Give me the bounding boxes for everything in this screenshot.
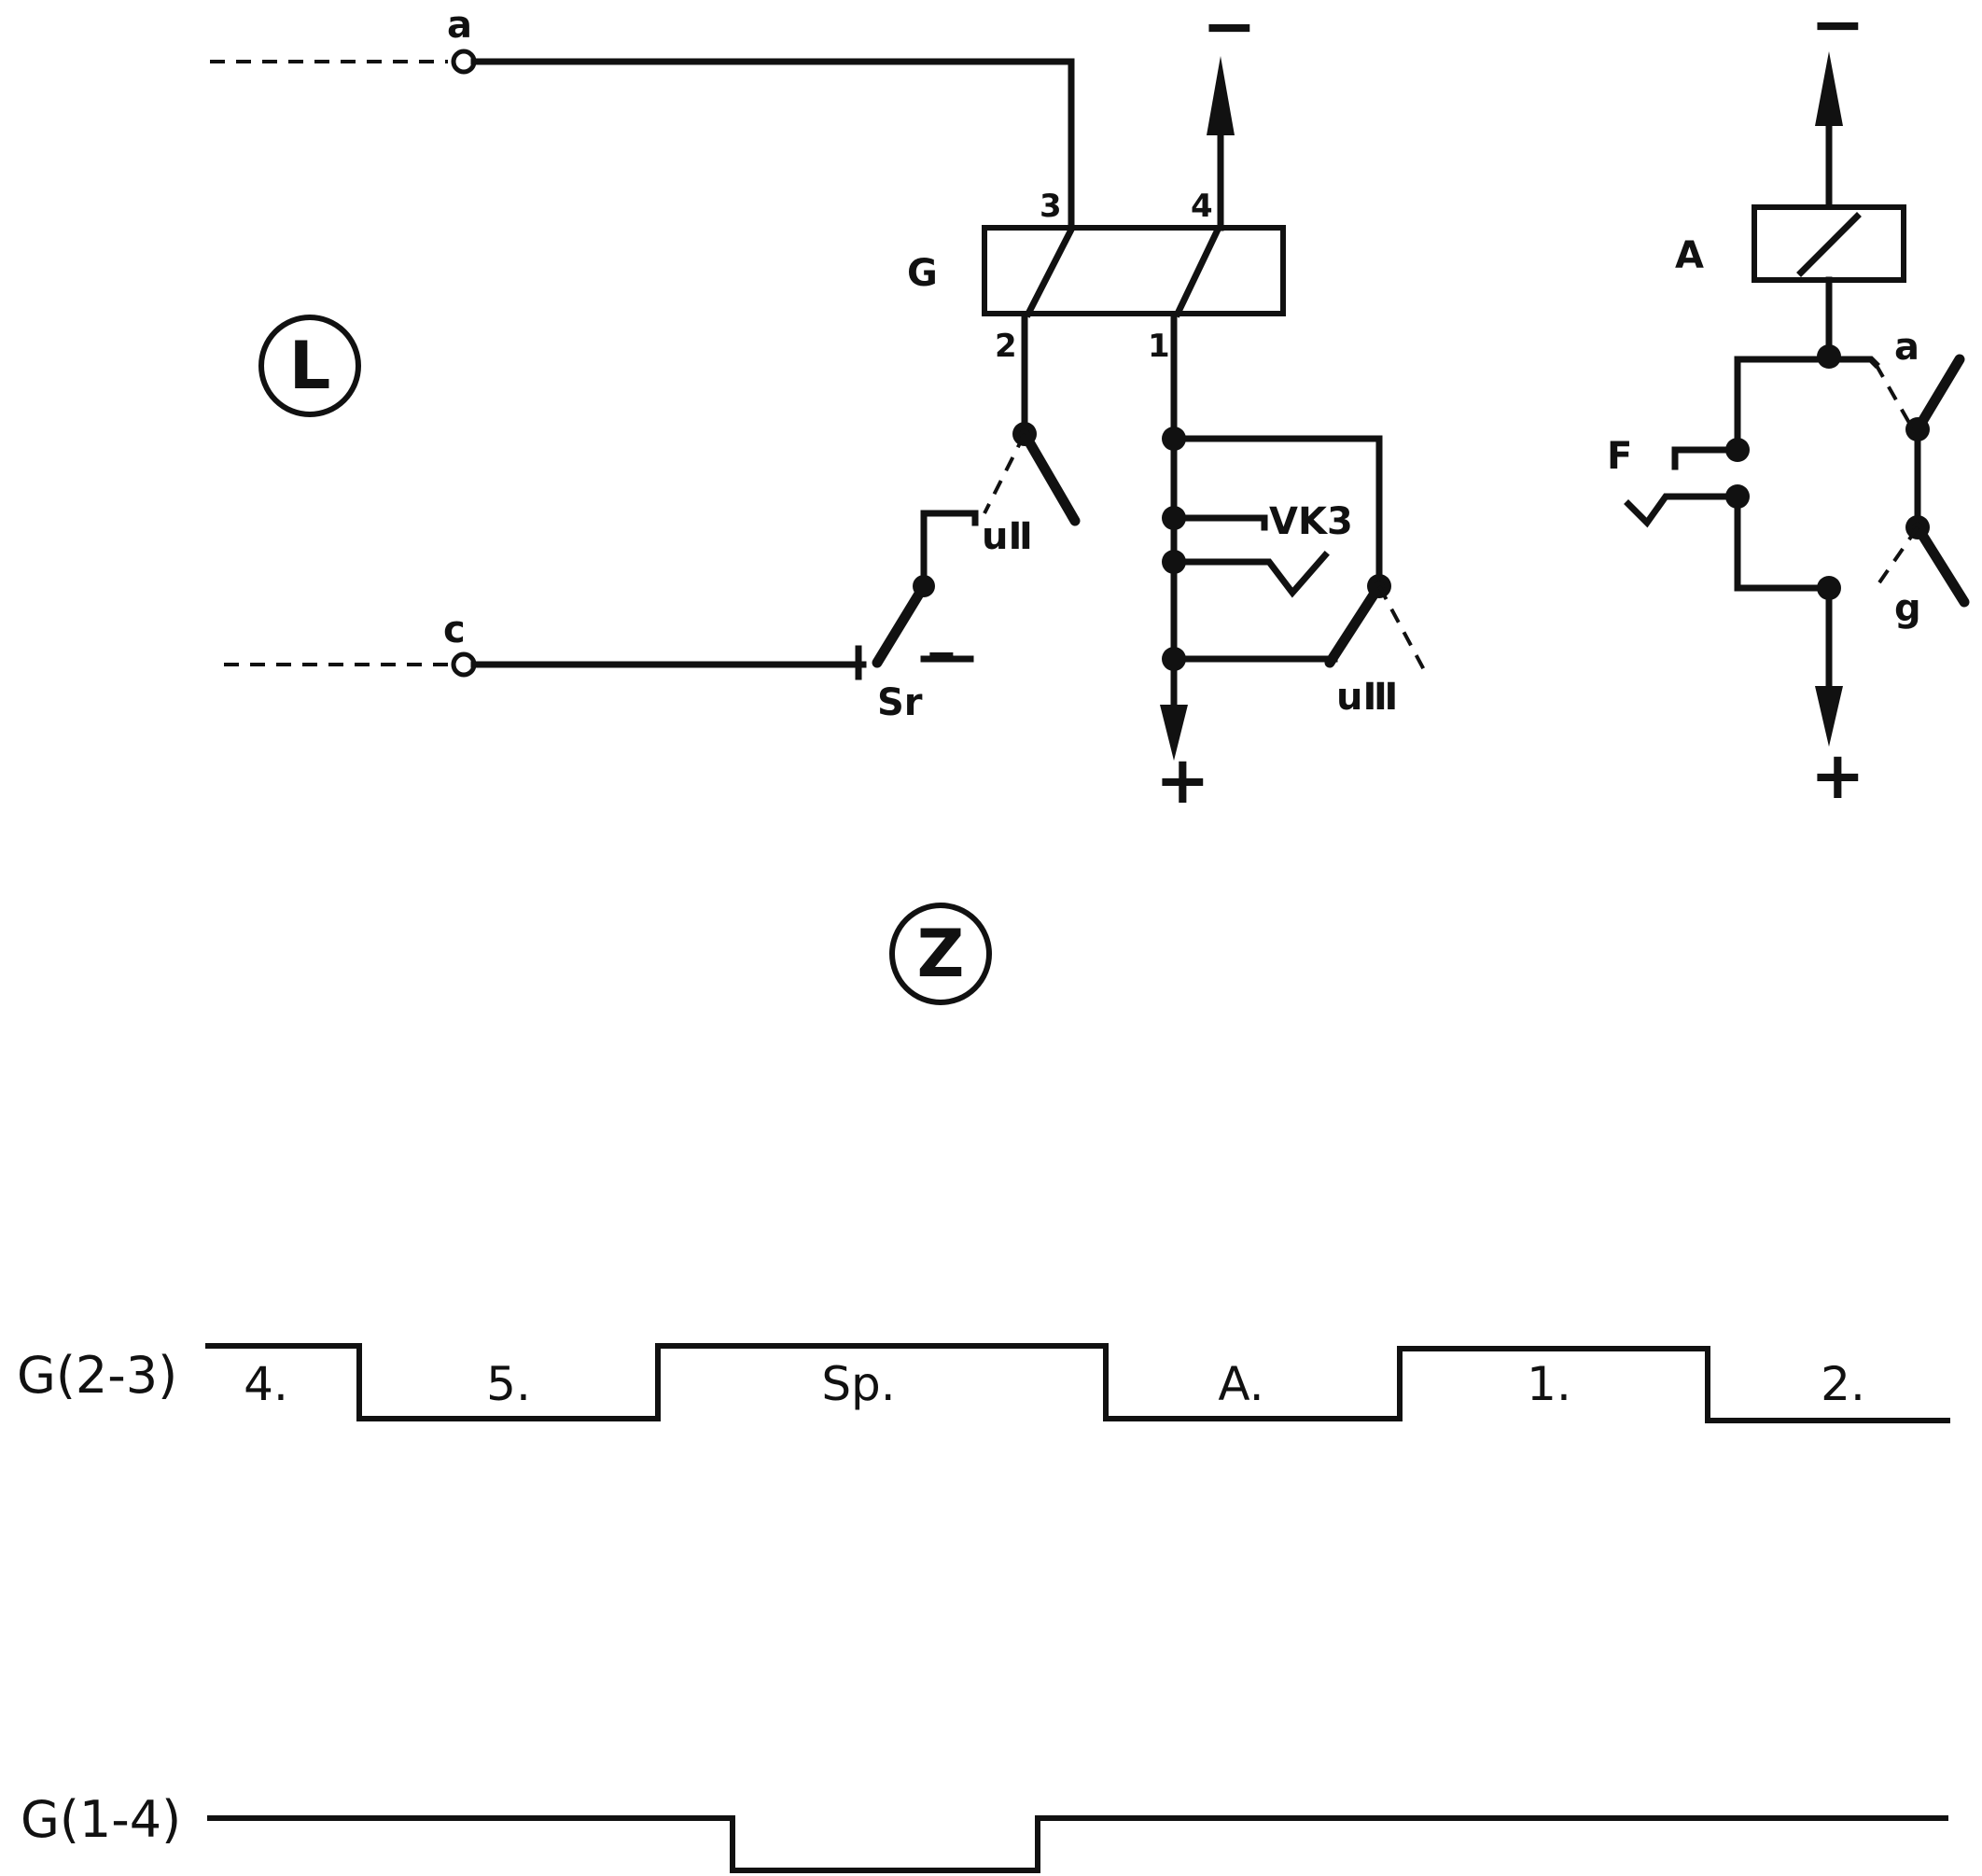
pin-1-bus: + [1155,312,1210,819]
relay-a-label: A [1675,234,1704,277]
timing-g23: G(2-3) 4. 5. Sp. A. 1. 2. [17,1343,1950,1423]
line-a: a [210,4,1075,233]
minus-supply-g: − [1202,0,1257,231]
contact-u-upper-label: uⅡ [982,515,1033,558]
relay-g-coil [982,225,1286,316]
a-g-contacts: a g [1874,326,1970,630]
timing-g23-seg-5: 1. [1527,1357,1571,1411]
sr-contact: Sr − [855,510,979,724]
timing-g23-seg-1: 4. [244,1357,288,1411]
pin-4-label: 4 [1191,188,1213,225]
pin-1-label: 1 [1148,328,1170,365]
sr-label: Sr [877,681,923,724]
contact-g-label: g [1894,587,1921,630]
f-label: F [1607,435,1632,478]
relay-g-label: G [907,252,938,295]
contact-a-label: a [1894,326,1919,369]
minus-sign-a: − [1810,0,1865,63]
contact-u-upper: uⅡ [982,312,1081,558]
relay-a: − A [1675,0,1906,452]
plus-arrow-a [1815,686,1843,747]
plus-sign-g: + [1155,742,1210,819]
timing-g14-label: G(1-4) [21,1790,181,1849]
vk3-label: VK3 [1269,500,1353,543]
line-c: c [224,609,867,678]
circle-l-text: L [289,328,331,404]
circle-l: L [258,315,361,417]
plus-sign-a: + [1810,737,1865,814]
terminal-a-label: a [447,4,472,47]
timing-g14: G(1-4) [21,1790,1948,1873]
timing-g23-seg-6: 2. [1821,1357,1865,1411]
minus-sign-g: − [1202,0,1257,64]
terminal-c-label: c [443,609,466,651]
vk3-contacts: VK3 [1170,500,1353,598]
plus-arrow-g [1160,705,1188,761]
timing-g14-waveform [207,1815,1948,1873]
timing-g23-label: G(2-3) [17,1346,177,1405]
pin-2-label: 2 [995,328,1017,365]
timing-g23-seg-2: 5. [486,1357,531,1411]
minus-arrow-g [1207,56,1235,135]
relay-g: G 3 4 2 1 [907,188,1286,365]
contact-u-lower: uⅢ [1170,435,1430,719]
pin-3-label: 3 [1040,188,1062,225]
timing-g23-seg-4: A. [1218,1357,1263,1411]
circle-z-text: Z [917,916,965,992]
sr-minus-sign: − [926,633,957,676]
circle-z: Z [889,903,992,1005]
contact-u-lower-label: uⅢ [1336,676,1398,719]
f-contacts: F [1607,435,1833,592]
minus-arrow-a [1815,51,1843,126]
timing-g23-waveform [205,1343,1950,1423]
timing-g23-seg-3: Sp. [821,1357,895,1411]
plus-supply-a: + [1810,576,1865,814]
